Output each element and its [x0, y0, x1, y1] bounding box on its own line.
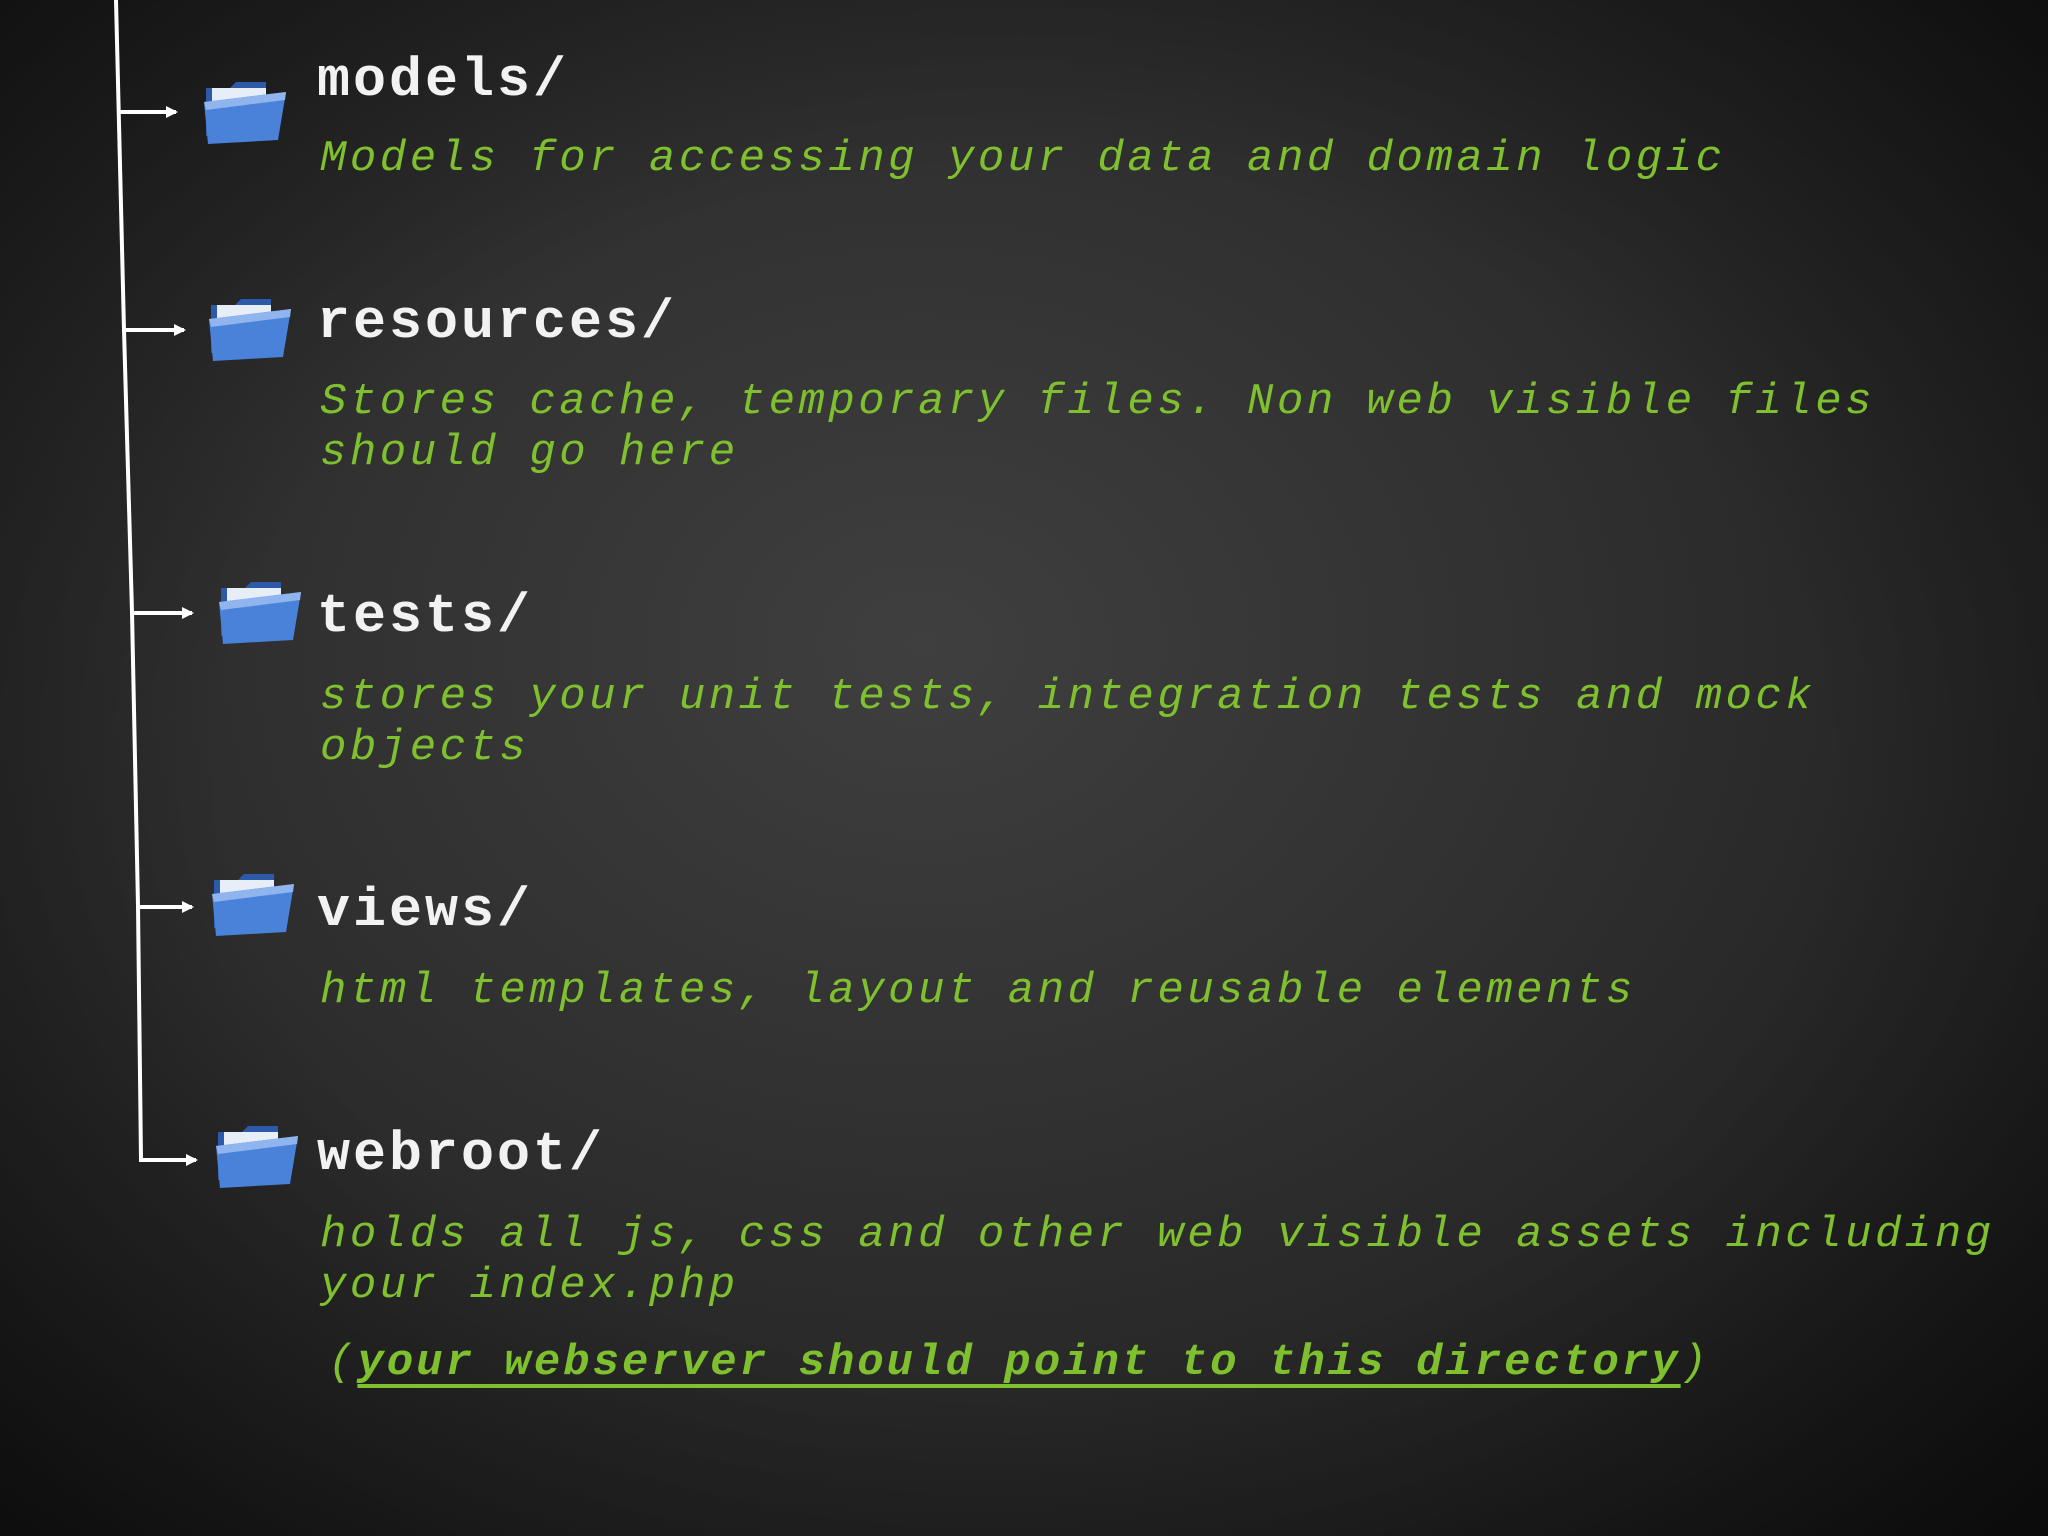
- webserver-note: (your webserver should point to this dir…: [328, 1336, 1710, 1390]
- tree-trunk-line: [114, 0, 143, 1161]
- directory-name-models: models/: [317, 49, 570, 112]
- directory-name-resources: resources/: [317, 291, 678, 354]
- webserver-note-text: your webserver should point to this dire…: [357, 1338, 1681, 1388]
- folder-icon: [212, 874, 294, 936]
- directory-name-webroot: webroot/: [317, 1123, 606, 1186]
- folder-icon: [219, 582, 301, 644]
- directory-name-tests: tests/: [317, 585, 534, 648]
- directory-description-models: Models for accessing your data and domai…: [320, 134, 1726, 184]
- folder-icon: [209, 299, 291, 361]
- directory-description-resources: Stores cache, temporary files. Non web v…: [320, 377, 1905, 478]
- directory-description-views: html templates, layout and reusable elem…: [320, 966, 1636, 1016]
- folder-icon: [216, 1126, 298, 1188]
- folder-icon: [204, 82, 286, 144]
- directory-description-webroot: holds all js, css and other web visible …: [320, 1210, 2025, 1311]
- note-close-paren: ): [1680, 1338, 1711, 1388]
- directory-description-tests: stores your unit tests, integration test…: [320, 672, 1846, 773]
- note-open-paren: (: [328, 1338, 358, 1388]
- directory-name-views: views/: [317, 879, 534, 942]
